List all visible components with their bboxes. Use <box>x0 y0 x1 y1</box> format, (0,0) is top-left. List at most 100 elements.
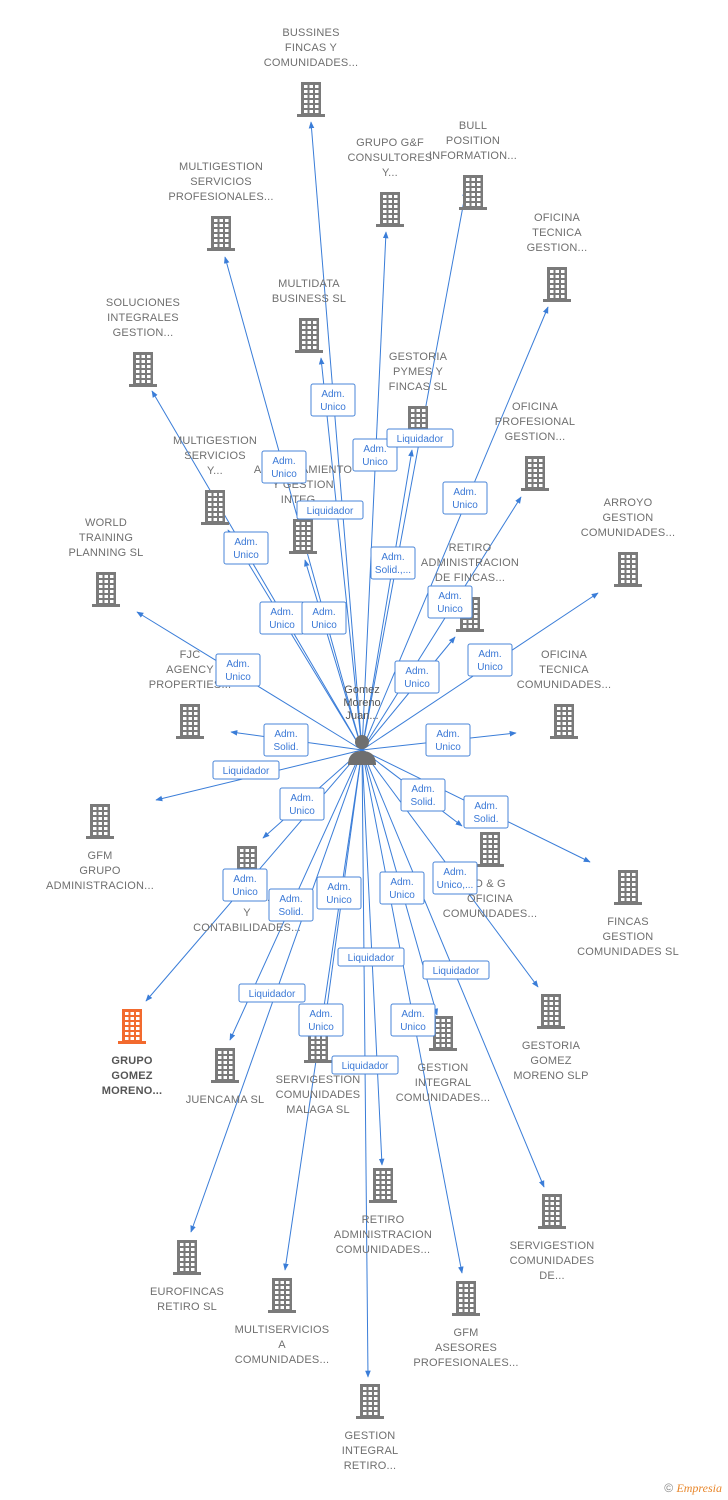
relation-badge[interactable]: Adm. Solid.,... <box>370 546 416 580</box>
relation-badge[interactable]: Adm.Unico <box>394 660 440 694</box>
building-icon <box>521 456 549 491</box>
edge-soluciones <box>151 390 363 751</box>
company-node-fjc[interactable]: FJCAGENCYPROPERTIES... <box>149 649 231 739</box>
building-icon <box>452 1281 480 1316</box>
company-node-oficina-prof[interactable]: OFICINAPROFESIONALGESTION... <box>495 401 575 491</box>
relation-badge[interactable]: Adm.Unico <box>259 601 305 635</box>
company-node-multiservicios[interactable]: MULTISERVICIOSACOMUNIDADES... <box>235 1278 330 1366</box>
brand-logo[interactable]: Empresia <box>676 1481 722 1495</box>
relation-badge[interactable]: Liquidador <box>296 500 364 520</box>
building-icon <box>92 572 120 607</box>
relation-badge[interactable]: Adm.Unico <box>379 871 425 905</box>
company-label-line: FJC <box>180 649 201 661</box>
building-icon <box>289 519 317 554</box>
company-node-multigestion-y[interactable]: MULTIGESTIONSERVICIOSY... <box>173 435 257 525</box>
relation-badge[interactable]: Liquidador <box>238 983 306 1003</box>
relation-label-line: Liquidador <box>249 989 296 1000</box>
relation-badge[interactable]: Adm.Unico,... <box>432 861 478 895</box>
relation-label-line: Unico <box>269 620 295 631</box>
company-node-gestion-integral-r[interactable]: GESTIONINTEGRALRETIRO... <box>342 1384 399 1472</box>
company-label-line: RETIRO <box>449 542 492 554</box>
relation-badge[interactable]: Liquidador <box>386 428 454 448</box>
relation-badge[interactable]: Adm.Unico <box>215 653 261 687</box>
relation-badge[interactable]: Adm.Unico <box>261 450 307 484</box>
relation-badge[interactable]: Adm.Solid. <box>400 778 446 812</box>
company-label-line: A <box>278 1339 286 1351</box>
relation-label-line: Unico <box>233 550 259 561</box>
relation-badge[interactable]: Adm.Unico <box>390 1003 436 1037</box>
relation-label-line: Unico <box>326 895 352 906</box>
relation-badge[interactable]: Adm.Unico <box>223 531 269 565</box>
edge-bull <box>361 189 468 751</box>
relation-label-line: Adm. <box>381 552 404 563</box>
company-label-line: POSITION <box>446 135 500 147</box>
relation-badge[interactable]: Liquidador <box>337 947 405 967</box>
company-node-bull[interactable]: BULLPOSITIONINFORMATION... <box>429 120 517 210</box>
relation-badge[interactable]: Adm.Unico <box>425 723 471 757</box>
company-node-gfm-grupo[interactable]: GFMGRUPOADMINISTRACION... <box>46 804 154 892</box>
relation-label-line: Solid.,... <box>375 565 411 576</box>
building-icon <box>376 192 404 227</box>
company-node-og-oficina[interactable]: O & GOFICINACOMUNIDADES... <box>443 832 537 920</box>
building-icon <box>201 490 229 525</box>
building-icon <box>614 552 642 587</box>
company-label-line: ARROYO <box>604 497 653 509</box>
edge-multigestion-y <box>227 529 363 751</box>
building-icon <box>118 1009 146 1044</box>
company-node-gfm-asesores[interactable]: GFMASESORESPROFESIONALES... <box>413 1281 518 1369</box>
relation-label-line: Liquidador <box>307 506 354 517</box>
relation-label-line: Liquidador <box>223 766 270 777</box>
relation-badge[interactable]: Adm.Unico <box>467 643 513 677</box>
company-node-oficina-tecnica-c[interactable]: OFICINATECNICACOMUNIDADES... <box>517 649 611 739</box>
company-label-line: INTEGRALES <box>107 312 179 324</box>
company-label-line: FINCAS SL <box>389 381 448 393</box>
company-node-multigestion-prof[interactable]: MULTIGESTIONSERVICIOSPROFESIONALES... <box>168 161 273 251</box>
company-label-line: ADMINISTRACION <box>334 1229 432 1241</box>
relation-badge[interactable]: Liquidador <box>212 760 280 780</box>
relation-badges-layer: Adm.UnicoAdm.UnicoLiquidadorAdm.UnicoAdm… <box>212 383 513 1075</box>
relation-label-line: Adm. <box>226 659 249 670</box>
company-node-grupo-gf[interactable]: GRUPO G&FCONSULTORESY... <box>348 137 433 227</box>
company-label-line: PYMES Y <box>393 366 444 378</box>
company-label-line: TECNICA <box>539 664 589 676</box>
relation-badge[interactable]: Adm.Unico <box>310 383 356 417</box>
relation-badge[interactable]: Adm.Unico <box>222 868 268 902</box>
relation-badge[interactable]: Adm.Solid. <box>268 888 314 922</box>
relation-label-line: Adm. <box>411 784 434 795</box>
company-node-oficina-tecnica-g[interactable]: OFICINATECNICAGESTION... <box>527 212 588 302</box>
company-node-soluciones[interactable]: SOLUCIONESINTEGRALESGESTION... <box>106 297 180 387</box>
relation-badge[interactable]: Liquidador <box>422 960 490 980</box>
center-person[interactable]: GomezMorenoJuan... <box>343 684 381 765</box>
relation-badge[interactable]: Adm.Solid. <box>463 795 509 829</box>
relation-badge[interactable]: Adm.Unico <box>316 876 362 910</box>
building-icon <box>268 1278 296 1313</box>
relation-label-line: Unico <box>437 604 463 615</box>
company-label-line: GFM <box>453 1327 478 1339</box>
relation-badge[interactable]: Liquidador <box>331 1055 399 1075</box>
company-node-grupo-gomez[interactable]: GRUPOGOMEZMORENO... <box>102 1009 162 1097</box>
company-label-line: GESTION <box>418 1062 469 1074</box>
company-node-gestion-integral-c[interactable]: GESTIONINTEGRALCOMUNIDADES... <box>396 1016 490 1104</box>
relation-badge[interactable]: Adm.Unico <box>427 585 473 619</box>
company-node-juencama[interactable]: JUENCAMA SL <box>186 1048 265 1106</box>
company-node-retiro-admin-c[interactable]: RETIROADMINISTRACIONCOMUNIDADES... <box>334 1168 432 1256</box>
company-label-line: ADMINISTRACION... <box>46 880 154 892</box>
relation-badge[interactable]: Adm.Unico <box>298 1003 344 1037</box>
relation-badge[interactable]: Adm.Unico <box>352 438 398 472</box>
company-label-line: PROFESIONAL <box>495 416 575 428</box>
relation-badge[interactable]: Adm.Unico <box>301 601 347 635</box>
relation-badge[interactable]: Adm.Unico <box>442 481 488 515</box>
relation-badge[interactable]: Adm.Solid. <box>263 723 309 757</box>
company-node-servigestion-de[interactable]: SERVIGESTIONCOMUNIDADESDE... <box>510 1194 595 1282</box>
company-node-arroyo[interactable]: ARROYOGESTIONCOMUNIDADES... <box>581 497 675 587</box>
relation-badge[interactable]: Adm.Unico <box>279 787 325 821</box>
company-label-line: GESTION... <box>527 242 588 254</box>
